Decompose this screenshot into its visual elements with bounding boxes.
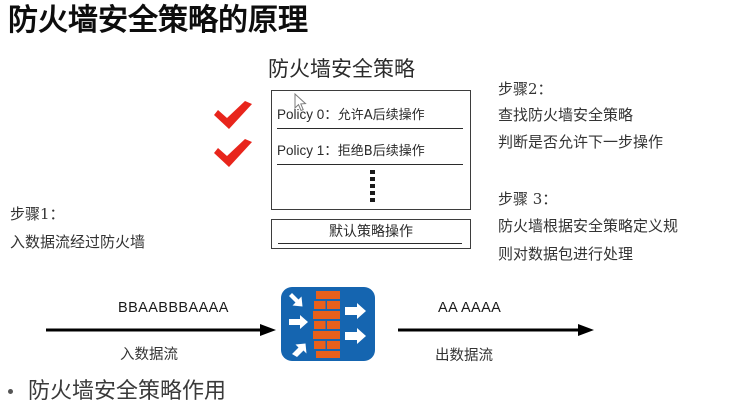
- bottom-note-text: 防火墙安全策略作用: [28, 379, 227, 400]
- policy-row: Policy 0：允许A后续操作: [277, 105, 467, 126]
- firewall-icon: [281, 287, 375, 361]
- step3-line-1: 则对数据包进行处理: [498, 245, 634, 263]
- step1-text: 步骤1： 入数据流经过防火墙: [10, 203, 145, 254]
- step2-line-1: 判断是否允许下一步操作: [498, 133, 664, 151]
- policy-row-name: Policy 1：: [277, 143, 338, 158]
- policy-row-desc: 拒绝B后续操作: [337, 144, 425, 159]
- outbound-data-stream-label: AA AAAA: [438, 300, 502, 316]
- step2-line-0: 查找防火墙安全策略: [498, 106, 634, 124]
- inbound-data-stream-label: BBAABBBAAAA: [118, 300, 229, 316]
- step3-text: 步骤 3： 防火墙根据安全策略定义规 则对数据包进行处理: [498, 188, 678, 266]
- inbound-flow-arrow: [46, 324, 276, 336]
- policy-row-desc: 允许A后续操作: [337, 108, 425, 123]
- step3-heading: 步骤 3：: [498, 190, 558, 208]
- page-title: 防火墙安全策略的原理: [8, 3, 308, 38]
- mouse-pointer-icon: [294, 93, 307, 112]
- default-policy-divider: [278, 243, 462, 244]
- step1-line-0: 入数据流经过防火墙: [10, 233, 146, 251]
- default-policy-box: 默认策略操作: [271, 219, 471, 249]
- step2-text: 步骤2： 查找防火墙安全策略 判断是否允许下一步操作: [498, 78, 663, 154]
- step2-heading: 步骤2：: [498, 80, 553, 98]
- policy-row: Policy 1：拒绝B后续操作: [277, 141, 467, 162]
- bullet-icon: [8, 389, 13, 394]
- outbound-flow-arrow: [398, 324, 594, 336]
- policy-row-divider: [277, 128, 463, 129]
- policy-row-divider: [277, 164, 463, 165]
- inbound-flow-label: 入数据流: [120, 347, 178, 363]
- bottom-note: 防火墙安全策略作用: [6, 378, 406, 400]
- outbound-flow-label: 出数据流: [435, 348, 493, 364]
- policy-panel-heading: 防火墙安全策略: [268, 57, 415, 81]
- red-checkmark-icon: [214, 139, 252, 167]
- step3-line-0: 防火墙根据安全策略定义规: [498, 217, 679, 235]
- step1-heading: 步骤1：: [10, 205, 65, 223]
- default-policy-label: 默认策略操作: [329, 224, 413, 240]
- policy-row-name: Policy 0：: [277, 107, 338, 122]
- red-checkmark-icon: [214, 101, 252, 129]
- vertical-ellipsis-icon: [370, 170, 375, 202]
- policy-list-box: Policy 0：允许A后续操作 Policy 1：拒绝B后续操作: [271, 90, 471, 210]
